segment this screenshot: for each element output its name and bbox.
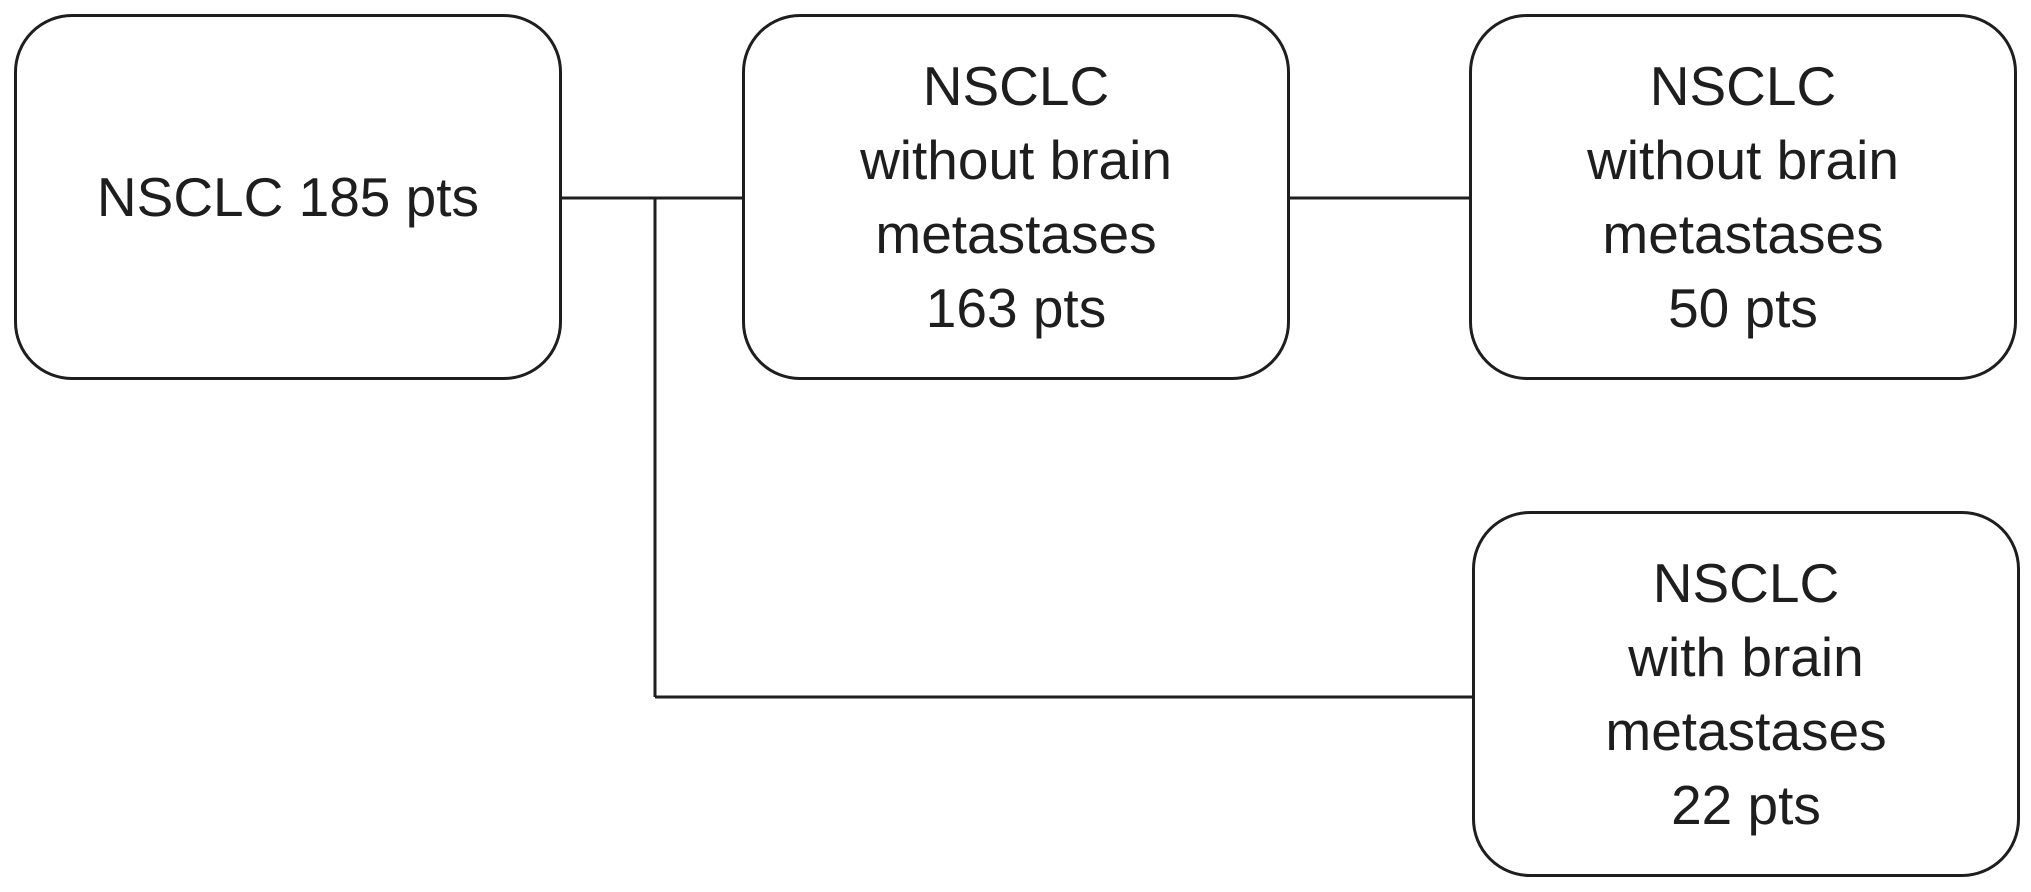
node-without-163-line-4: 163 pts [925,277,1107,339]
node-without-50-line-1: NSCLC [1649,55,1837,117]
node-nsclc-without-brain-metastases-163: NSCLC without brain metastases 163 pts [742,14,1290,380]
node-without-50-line-2: without brain [1587,129,1899,191]
node-without-163-line-3: metastases [875,203,1157,265]
node-with-22-line-1: NSCLC [1652,552,1840,614]
node-without-50-line-4: 50 pts [1668,277,1818,339]
node-with-22-line-4: 22 pts [1671,774,1821,836]
node-without-163-line-2: without brain [860,129,1172,191]
node-total-line-1: NSCLC 185 pts [96,166,480,228]
node-nsclc-with-brain-metastases-22: NSCLC with brain metastases 22 pts [1472,511,2020,877]
node-with-22-line-2: with brain [1628,626,1864,688]
node-without-163-line-1: NSCLC [922,55,1110,117]
node-with-22-line-3: metastases [1605,700,1887,762]
node-without-50-line-3: metastases [1602,203,1884,265]
node-nsclc-without-brain-metastases-50: NSCLC without brain metastases 50 pts [1469,14,2017,380]
node-nsclc-total: NSCLC 185 pts [14,14,562,380]
